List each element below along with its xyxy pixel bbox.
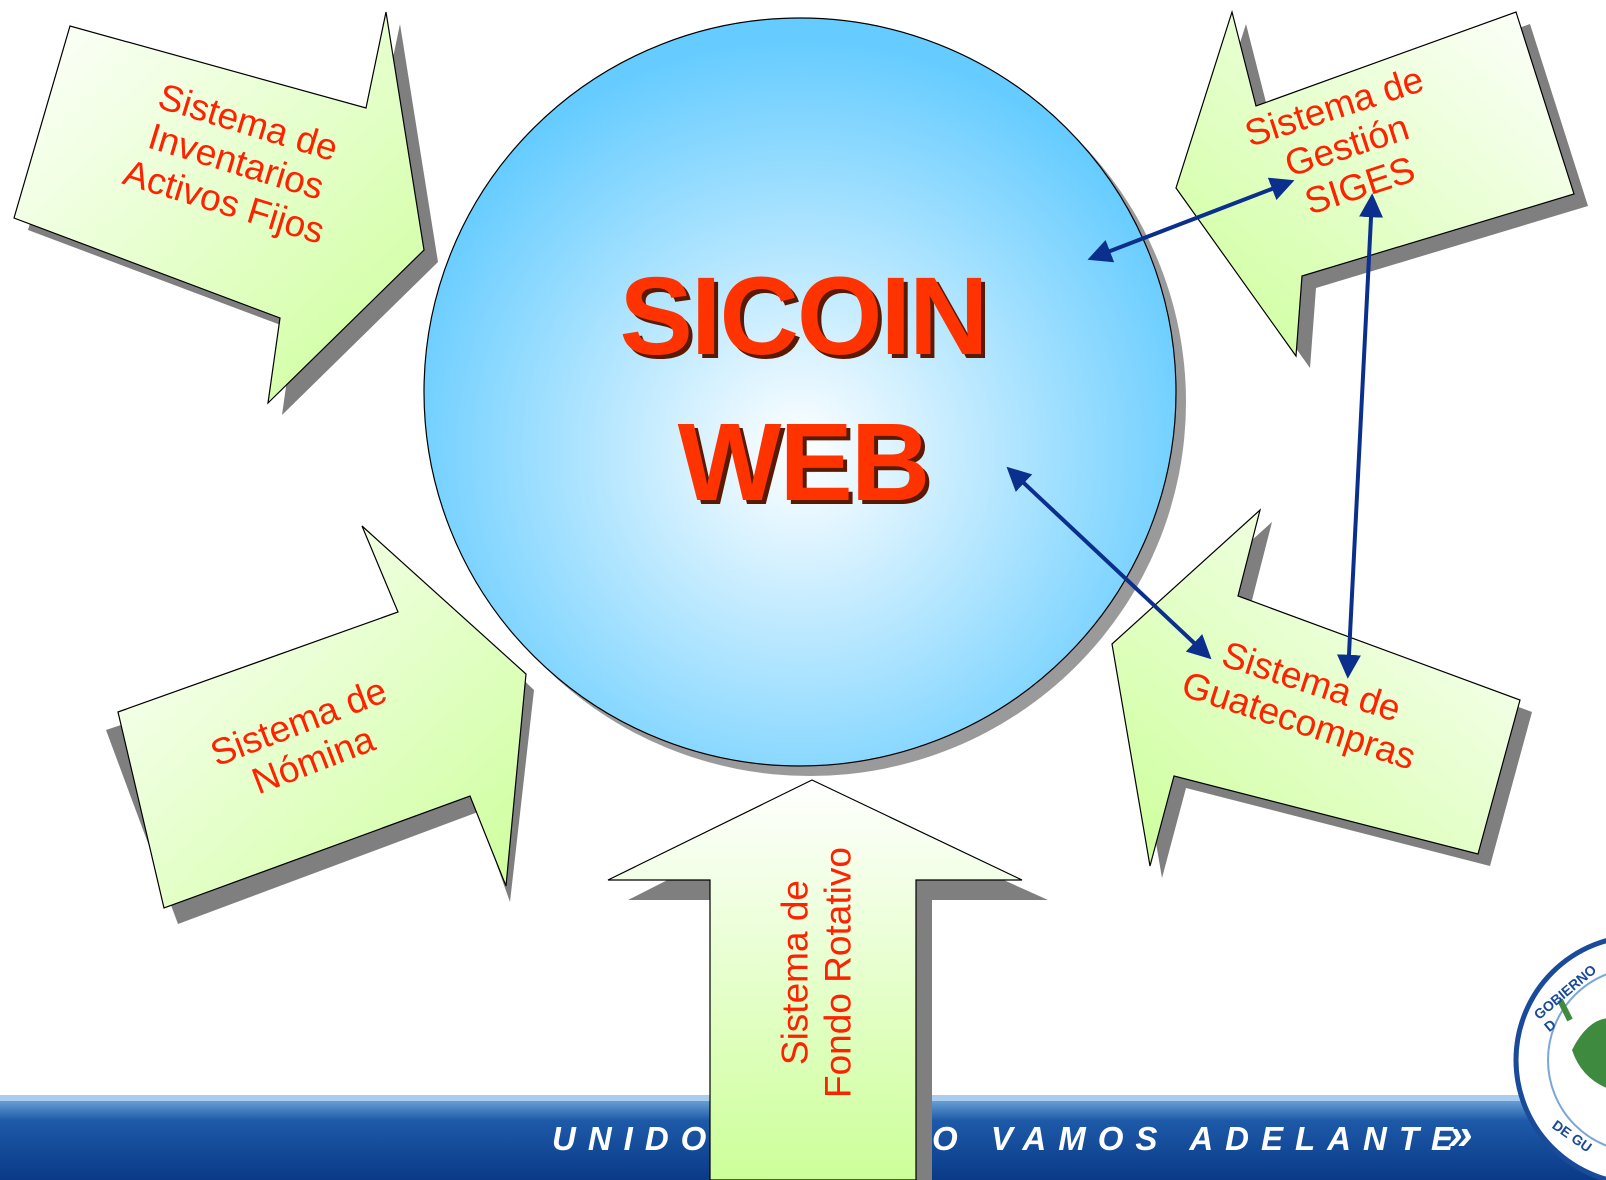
arrow-fondo bbox=[607, 779, 1048, 1180]
connector-sicoin-siges bbox=[1087, 177, 1295, 263]
label-fondo: Sistema de Fondo Rotativo bbox=[774, 847, 858, 1099]
government-seal bbox=[1513, 938, 1606, 1180]
slogan-left: UNIDO bbox=[552, 1120, 719, 1157]
arrow-nomina bbox=[106, 525, 534, 924]
arrow-guatecompras bbox=[1111, 508, 1532, 878]
title-sicoin: SICOIN bbox=[619, 255, 989, 378]
slogan-right: O VAMOS ADELANTE bbox=[932, 1120, 1466, 1157]
connector-siges-guatecompras bbox=[1336, 193, 1384, 679]
sicoin-circle bbox=[423, 17, 1186, 776]
connectors bbox=[1006, 177, 1384, 679]
title-web: WEB bbox=[677, 401, 931, 524]
slogan-chevron-icon: » bbox=[1448, 1110, 1473, 1159]
arrow-inventarios bbox=[13, 11, 438, 415]
connector-sicoin-guatecompras bbox=[1006, 466, 1212, 660]
